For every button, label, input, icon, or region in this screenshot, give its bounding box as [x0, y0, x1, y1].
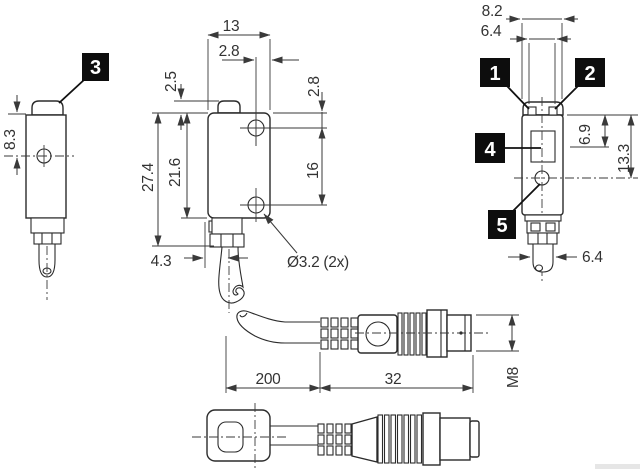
- front-cable: [218, 246, 245, 304]
- callout-3-label: 3: [90, 57, 101, 79]
- dim-rear-led-center: 13.3: [616, 144, 633, 173]
- scan-artifact: [595, 464, 640, 469]
- view-side-left: 8.3 3: [2, 53, 109, 300]
- callout-2-label: 2: [584, 63, 595, 85]
- dim-front-hole-offset-x: 2.8: [219, 43, 240, 60]
- connector-latch-hole: [365, 321, 391, 347]
- connector-tip-2: [469, 420, 480, 458]
- dim-front-hole-spacing: 16: [305, 162, 322, 179]
- view-front: 13 2.8 2.5 21.6 27.4 2.8 16 4.3 Ø3.2 (: [140, 18, 349, 313]
- callout-1-leader: [505, 84, 530, 110]
- rear-body: [521, 114, 564, 216]
- connector-ribs-2: [377, 414, 423, 464]
- callout-3-leader: [58, 78, 86, 104]
- dim-rear-overall-width: 8.2: [482, 3, 503, 20]
- callout-4-label: 4: [484, 139, 496, 161]
- callout-3-box: [82, 53, 109, 81]
- connector-flange-2: [422, 412, 441, 466]
- front-step: [211, 217, 243, 235]
- dim-front-hole-offset-top: 2.8: [306, 76, 323, 97]
- callout-5-box: [488, 210, 516, 239]
- side-dome: [31, 100, 64, 116]
- dim-front-cable-offset: 4.3: [151, 253, 172, 270]
- side-step: [30, 217, 65, 234]
- connector-body-2: [439, 417, 471, 461]
- connector-flange: [426, 309, 448, 358]
- callout-4-box: [475, 133, 505, 163]
- view-cable-connector: 200 32 M8: [225, 309, 522, 393]
- front-nut: [209, 233, 245, 248]
- rear-window: [530, 130, 556, 163]
- rear-lens-left: [527, 106, 537, 116]
- callout-2-box: [575, 58, 605, 87]
- rear-lens-right: [548, 106, 558, 116]
- connector-taper-2: [351, 416, 378, 463]
- front-dome: [217, 100, 241, 114]
- cable-torn-end: [236, 310, 320, 344]
- side-nut: [33, 232, 62, 245]
- strain-relief-2: [317, 423, 352, 456]
- dim-rear-optics-span: 6.4: [481, 23, 502, 40]
- side-body: [25, 114, 67, 219]
- dim-cable-length: 200: [256, 371, 282, 388]
- connector-ribs: [397, 312, 427, 356]
- dim-thread-size: M8: [505, 367, 522, 388]
- view-top-with-connector: [192, 403, 480, 468]
- callout-5-label: 5: [496, 215, 507, 237]
- callout-2-leader: [554, 84, 580, 110]
- dim-front-body-height: 21.6: [167, 158, 184, 187]
- dim-front-hole-note: Ø3.2 (2x): [287, 254, 349, 271]
- dim-front-width: 13: [223, 18, 240, 35]
- view-rear: 8.2 6.4 6.9 13.3 6.4 1 2 4 5: [475, 3, 638, 283]
- dim-connector-length: 32: [385, 371, 402, 388]
- rear-nut: [527, 232, 558, 245]
- dim-side-hole-from-top: 8.3: [2, 129, 19, 150]
- dim-front-dome-height: 2.5: [163, 71, 180, 92]
- dim-rear-cable-width: 6.4: [582, 249, 603, 266]
- callout-1-box: [480, 58, 510, 87]
- dim-rear-window-center: 6.9: [577, 124, 594, 145]
- dim-front-overall-height: 27.4: [140, 162, 157, 192]
- callout-5-leader: [512, 183, 541, 212]
- callout-1-label: 1: [489, 63, 500, 85]
- rear-step: [524, 214, 562, 222]
- strain-relief: [320, 317, 359, 350]
